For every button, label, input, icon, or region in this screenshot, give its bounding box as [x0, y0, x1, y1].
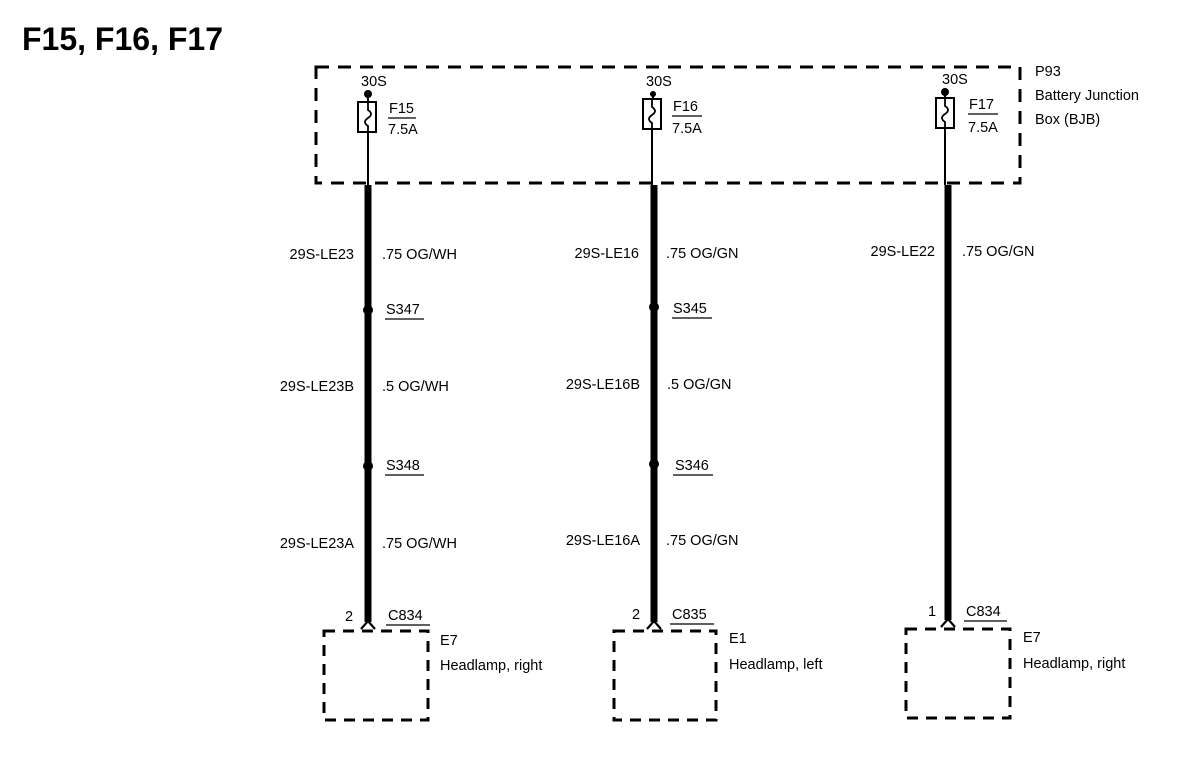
fuse-label: F16: [673, 99, 698, 115]
junction-box-id: P93: [1035, 64, 1061, 80]
connector-pin-icon: [940, 617, 956, 628]
splice-node: [649, 302, 659, 312]
wire-spec: .75 OG/GN: [666, 533, 739, 549]
fuse-symbol: [357, 101, 377, 133]
wire-spec: .5 OG/GN: [667, 377, 731, 393]
splice-label: S346: [675, 458, 709, 474]
splice-node: [363, 305, 373, 315]
junction-box-name-line2: Box (BJB): [1035, 112, 1100, 128]
splice-label: S348: [386, 458, 420, 474]
fuse-element-icon: [648, 99, 656, 129]
connector-pin: 2: [632, 607, 640, 623]
supply-label: 30S: [646, 74, 672, 90]
fuse-rating: 7.5A: [388, 122, 418, 138]
junction-box-name-line1: Battery Junction: [1035, 88, 1139, 104]
wire-spec: .5 OG/WH: [382, 379, 449, 395]
circuit-number: 29S-LE16B: [566, 377, 640, 393]
fuse-rating: 7.5A: [672, 121, 702, 137]
component-outline: [612, 629, 718, 722]
splice-label: S345: [673, 301, 707, 317]
supply-label: 30S: [361, 74, 387, 90]
component-name: Headlamp, right: [1023, 656, 1125, 672]
splice-node: [649, 459, 659, 469]
fuse-rating: 7.5A: [968, 120, 998, 136]
supply-label: 30S: [942, 72, 968, 88]
wire-spec: .75 OG/WH: [382, 247, 457, 263]
connector-label: C834: [388, 608, 423, 624]
component-id: E7: [440, 633, 458, 649]
component-outline: [904, 627, 1012, 720]
circuit-number: 29S-LE23B: [280, 379, 354, 395]
junction-box-outline: [314, 65, 1022, 185]
wire-spec: .75 OG/GN: [962, 244, 1035, 260]
circuit-f16: 30S F16 7.5A 29S-LE16 .75 OG/GN S345 29S…: [566, 74, 823, 722]
component-name: Headlamp, right: [440, 658, 542, 674]
wire-spec: .75 OG/WH: [382, 536, 457, 552]
connector-pin-icon: [646, 619, 662, 630]
circuit-number: 29S-LE23A: [280, 536, 354, 552]
component-name: Headlamp, left: [729, 657, 823, 673]
component-id: E7: [1023, 630, 1041, 646]
circuit-number: 29S-LE22: [871, 244, 936, 260]
wire-spec: .75 OG/GN: [666, 246, 739, 262]
fuse-label: F15: [389, 101, 414, 117]
splice-label: S347: [386, 302, 420, 318]
component-outline: [322, 629, 430, 722]
splice-node: [363, 461, 373, 471]
connector-pin: 2: [345, 609, 353, 625]
connector-label: C834: [966, 604, 1001, 620]
connector-pin-icon: [360, 619, 376, 630]
fuse-label: F17: [969, 97, 994, 113]
fuse-element-icon: [364, 102, 372, 132]
diagram-title: F15, F16, F17: [22, 21, 223, 57]
circuit-number: 29S-LE16: [575, 246, 640, 262]
component-id: E1: [729, 631, 747, 647]
circuit-number: 29S-LE23: [290, 247, 355, 263]
fuse-element-icon: [941, 98, 949, 128]
circuit-number: 29S-LE16A: [566, 533, 640, 549]
connector-pin: 1: [928, 604, 936, 620]
circuit-f17: 30S F17 7.5A 29S-LE22 .75 OG/GN 1 C834 E…: [871, 72, 1125, 720]
connector-label: C835: [672, 607, 707, 623]
circuit-f15: 30S F15 7.5A 29S-LE23 .75 OG/WH S347 29S…: [280, 74, 542, 722]
